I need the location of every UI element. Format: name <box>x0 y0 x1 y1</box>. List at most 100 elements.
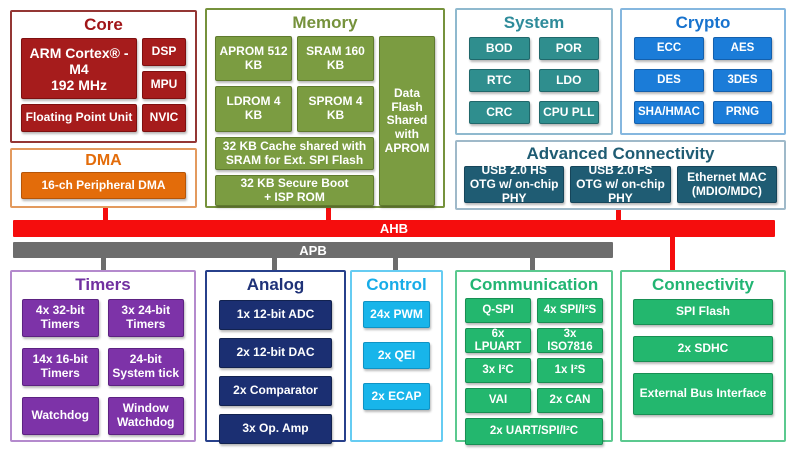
group-control-title: Control <box>366 275 427 294</box>
connector-apb-timers <box>101 257 106 271</box>
block-aes: AES <box>712 37 772 61</box>
group-crypto: Crypto ECC AES DES 3DES SHA/HMAC PRNG <box>620 8 786 135</box>
block-adc: 1x 12-bit ADC <box>219 300 332 331</box>
block-16bit-timers: 14x 16-bit Timers <box>22 348 99 387</box>
boot-line1: 32 KB Secure Boot <box>240 175 349 190</box>
block-lpuart: 6x LPUART <box>465 328 531 354</box>
boot-line2: + ISP ROM <box>264 189 325 204</box>
block-qspi: Q-SPI <box>465 298 531 324</box>
block-ldrom: LDROM 4 KB <box>215 86 292 133</box>
group-dma-title: DMA <box>85 152 122 169</box>
block-uart-spi-i2c: 2x UART/SPI/I²C <box>465 418 603 446</box>
group-system: System BOD POR RTC LDO CRC CPU PLL <box>455 8 613 135</box>
block-crc: CRC <box>469 101 530 125</box>
group-connectivity-blocks: SPI Flash 2x SDHC External Bus Interface <box>622 295 784 416</box>
group-analog-title: Analog <box>246 275 305 294</box>
group-memory-title: Memory <box>292 13 358 32</box>
block-system-tick: 24-bit System tick <box>107 348 184 387</box>
group-communication-title: Communication <box>469 275 599 294</box>
apb-bus: APB <box>13 242 613 258</box>
block-data-flash: Data Flash Shared with APROM <box>379 36 435 207</box>
block-usb-fs-otg: USB 2.0 FS OTG w/ on-chip PHY <box>570 163 671 205</box>
connector-memory-ahb <box>326 206 331 222</box>
block-nvic: NVIC <box>142 104 186 133</box>
block-cache: 32 KB Cache shared with SRAM for Ext. SP… <box>215 137 374 171</box>
block-sprom: SPROM 4 KB <box>297 86 374 133</box>
group-connectivity-title: Connectivity <box>651 275 755 294</box>
group-timers-blocks: 4x 32-bit Timers 3x 24-bit Timers 14x 16… <box>12 295 194 436</box>
group-dma: DMA 16-ch Peripheral DMA <box>10 148 197 208</box>
cpu-line2: 192 MHz <box>50 76 108 93</box>
group-control-blocks: 24x PWM 2x QEI 2x ECAP <box>352 295 441 411</box>
group-core-blocks: ARM Cortex® -M4 192 MHz DSP MPU Floating… <box>12 35 195 133</box>
connector-dma-ahb <box>103 206 108 222</box>
group-analog: Analog 1x 12-bit ADC 2x 12-bit DAC 2x Co… <box>205 270 346 445</box>
block-usb-hs-otg: USB 2.0 HS OTG w/ on-chip PHY <box>464 163 565 205</box>
block-rtc: RTC <box>469 69 530 93</box>
group-timers-title: Timers <box>75 275 131 294</box>
connector-apb-communication <box>530 257 535 271</box>
group-memory-blocks: APROM 512 KB SRAM 160 KB Data Flash Shar… <box>207 33 443 207</box>
block-des: DES <box>634 69 704 93</box>
block-comparator: 2x Comparator <box>219 376 332 407</box>
block-secure-boot: 32 KB Secure Boot + ISP ROM <box>215 175 374 207</box>
ahb-bus-label: AHB <box>379 221 409 236</box>
block-mpu: MPU <box>142 71 186 100</box>
block-sdhc: 2x SDHC <box>633 336 773 363</box>
block-watchdog: Watchdog <box>22 397 99 436</box>
block-sha-hmac: SHA/HMAC <box>634 101 704 125</box>
block-dac: 2x 12-bit DAC <box>219 338 332 369</box>
block-ethernet-mac: Ethernet MAC (MDIO/MDC) <box>676 166 777 204</box>
block-peripheral-dma: 16-ch Peripheral DMA <box>21 172 186 199</box>
group-system-title: System <box>503 13 565 32</box>
block-op-amp: 3x Op. Amp <box>219 414 332 445</box>
block-por: POR <box>538 37 599 61</box>
block-24bit-timers: 3x 24-bit Timers <box>107 299 184 338</box>
block-sram: SRAM 160 KB <box>297 36 374 82</box>
block-arm-cortex-m4: ARM Cortex® -M4 192 MHz <box>21 38 137 100</box>
block-window-watchdog: Window Watchdog <box>107 397 184 436</box>
group-communication: Communication Q-SPI 4x SPI/I²S 6x LPUART… <box>455 270 613 446</box>
group-memory: Memory APROM 512 KB SRAM 160 KB Data Fla… <box>205 8 445 208</box>
block-spi-i2s: 4x SPI/I²S <box>537 298 603 324</box>
connector-apb-analog <box>272 257 277 271</box>
block-external-bus-interface: External Bus Interface <box>633 373 773 416</box>
block-32bit-timers: 4x 32-bit Timers <box>22 299 99 338</box>
cache-line1: 32 KB Cache shared with <box>222 138 367 153</box>
block-i2s: 1x I²S <box>537 358 603 384</box>
block-prng: PRNG <box>712 101 772 125</box>
block-can: 2x CAN <box>537 388 603 414</box>
ahb-bus: AHB <box>13 220 775 237</box>
block-ecap: 2x ECAP <box>363 383 430 411</box>
cache-line2: SRAM for Ext. SPI Flash <box>225 152 364 167</box>
connector-apb-control <box>393 257 398 271</box>
cpu-line1: ARM Cortex® -M4 <box>29 44 129 77</box>
group-advanced-connectivity: Advanced Connectivity USB 2.0 HS OTG w/ … <box>455 140 786 210</box>
group-dma-blocks: 16-ch Peripheral DMA <box>12 171 195 199</box>
group-timers: Timers 4x 32-bit Timers 3x 24-bit Timers… <box>10 270 196 442</box>
block-pwm: 24x PWM <box>363 301 430 329</box>
block-ecc: ECC <box>634 37 704 61</box>
block-bod: BOD <box>469 37 530 61</box>
block-aprom: APROM 512 KB <box>215 36 292 82</box>
apb-bus-label: APB <box>299 242 327 258</box>
block-spi-flash: SPI Flash <box>633 299 773 326</box>
group-core-title: Core <box>84 15 123 34</box>
group-control: Control 24x PWM 2x QEI 2x ECAP <box>350 270 443 442</box>
block-i2c: 3x I²C <box>465 358 531 384</box>
group-advanced-connectivity-blocks: USB 2.0 HS OTG w/ on-chip PHY USB 2.0 FS… <box>457 163 784 205</box>
group-advanced-connectivity-title: Advanced Connectivity <box>526 144 715 163</box>
block-3des: 3DES <box>712 69 772 93</box>
group-core: Core ARM Cortex® -M4 192 MHz DSP MPU Flo… <box>10 10 197 143</box>
group-system-blocks: BOD POR RTC LDO CRC CPU PLL <box>457 33 611 125</box>
group-crypto-blocks: ECC AES DES 3DES SHA/HMAC PRNG <box>622 33 784 125</box>
block-cpu-pll: CPU PLL <box>538 101 599 125</box>
connector-advanced-ahb <box>616 208 621 222</box>
block-iso7816: 3x ISO7816 <box>537 328 603 354</box>
group-communication-blocks: Q-SPI 4x SPI/I²S 6x LPUART 3x ISO7816 3x… <box>457 295 611 446</box>
connector-ahb-connectivity <box>670 236 675 271</box>
block-dsp: DSP <box>142 38 186 67</box>
block-ldo: LDO <box>538 69 599 93</box>
group-analog-blocks: 1x 12-bit ADC 2x 12-bit DAC 2x Comparato… <box>207 295 344 445</box>
group-connectivity: Connectivity SPI Flash 2x SDHC External … <box>620 270 786 442</box>
